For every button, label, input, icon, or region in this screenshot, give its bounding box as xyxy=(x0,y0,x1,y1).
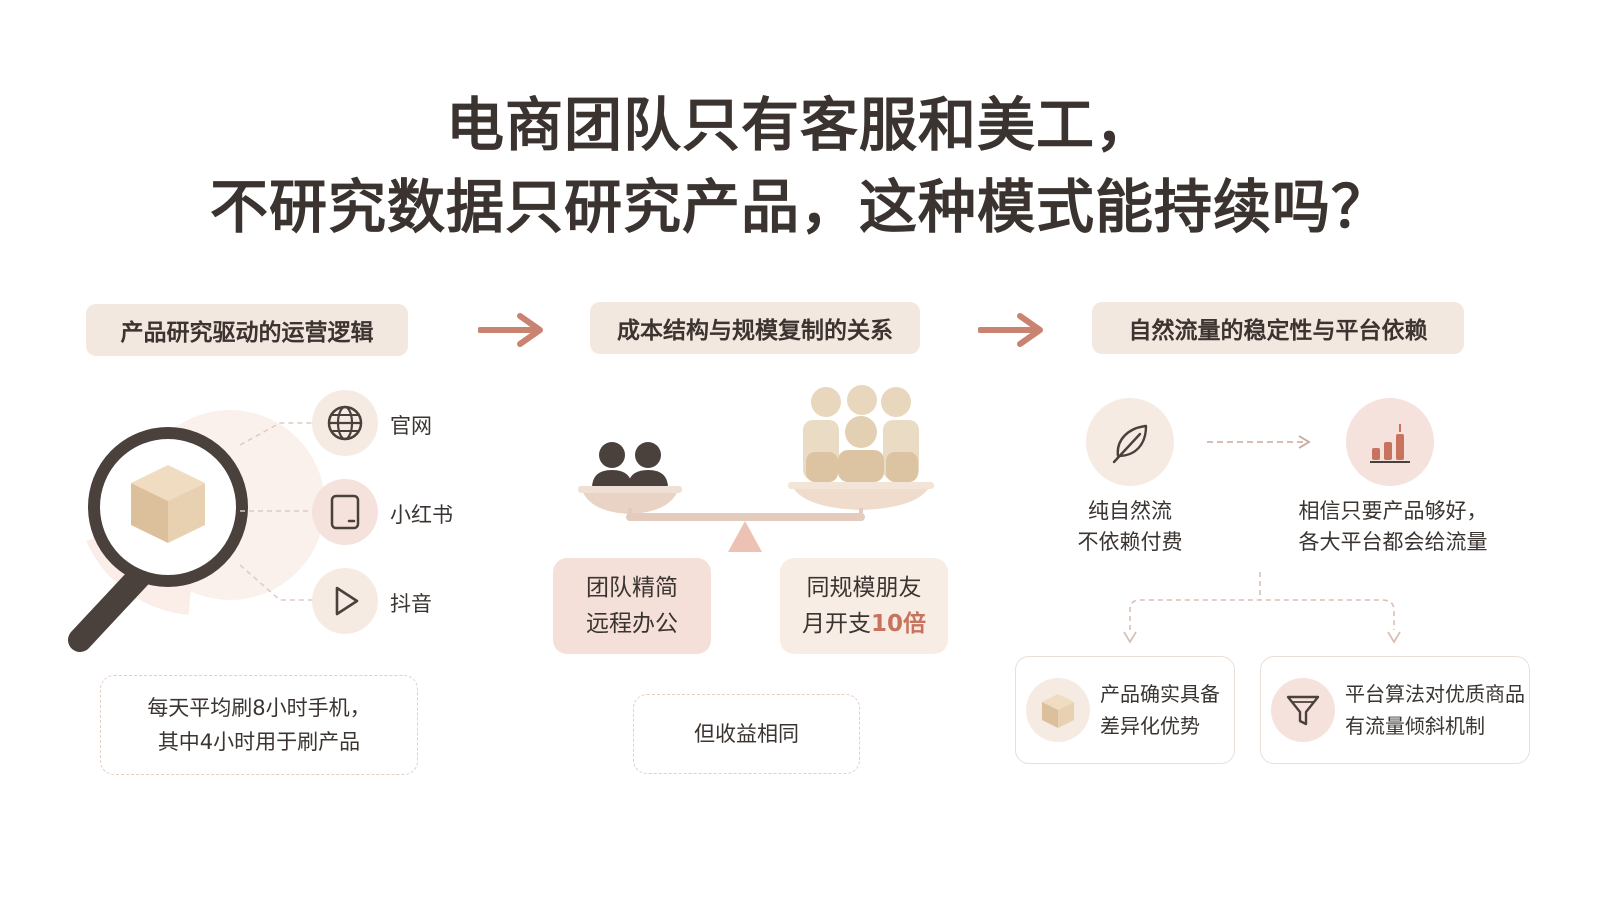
channel-douyin xyxy=(312,568,378,634)
box-icon xyxy=(1042,694,1074,728)
section-heading-research: 产品研究驱动的运营逻辑 xyxy=(86,304,408,356)
channel-xiaohongshu xyxy=(312,479,378,545)
magnifier-illustration xyxy=(68,410,325,652)
organic-traffic-text: 纯自然流 不依赖付费 xyxy=(1050,496,1210,558)
platform-traffic-circle xyxy=(1346,398,1434,486)
bar-chart-icon xyxy=(1370,424,1410,463)
section-heading-cost: 成本结构与规模复制的关系 xyxy=(590,302,920,354)
differentiation-box: 产品确实具备 差异化优势 xyxy=(1015,656,1235,764)
funnel-icon-circle xyxy=(1271,678,1335,742)
platform-belief-line-2: 各大平台都会给流量 xyxy=(1298,530,1488,554)
peer-cost-highlight: 10倍 xyxy=(870,611,926,637)
organic-traffic-circle xyxy=(1086,398,1174,486)
research-note-line-1: 每天平均刷8小时手机， xyxy=(147,696,371,720)
same-revenue-text: 但收益相同 xyxy=(694,722,799,746)
organic-traffic-line-2: 不依赖付费 xyxy=(1077,530,1183,554)
research-note: 每天平均刷8小时手机， 其中4小时用于刷产品 xyxy=(100,675,418,775)
box-icon-circle xyxy=(1026,678,1090,742)
channel-website xyxy=(312,390,378,456)
algorithm-line-2: 有流量倾斜机制 xyxy=(1345,714,1485,738)
algorithm-box: 平台算法对优质商品 有流量倾斜机制 xyxy=(1260,656,1530,764)
page-title-line-1: 电商团队只有客服和美工， xyxy=(445,91,1154,159)
balance-scale-illustration xyxy=(578,385,934,552)
lean-team-line-1: 团队精简 xyxy=(586,575,678,601)
leaf-icon xyxy=(1112,424,1148,464)
same-revenue-note: 但收益相同 xyxy=(633,694,860,774)
channel-xiaohongshu-label: 小红书 xyxy=(390,503,453,527)
platform-belief-text: 相信只要产品够好， 各大平台都会给流量 xyxy=(1280,496,1506,558)
branch-connector xyxy=(1123,572,1401,644)
peer-cost-card: 同规模朋友 月开支10倍 xyxy=(780,558,948,654)
page-title-line-2: 不研究数据只研究产品，这种模式能持续吗？ xyxy=(209,173,1390,241)
platform-belief-line-1: 相信只要产品够好， xyxy=(1298,499,1488,523)
channel-douyin-label: 抖音 xyxy=(390,592,432,616)
channel-website-label: 官网 xyxy=(390,414,432,438)
research-note-line-2: 其中4小时用于刷产品 xyxy=(157,730,361,754)
connector-lines xyxy=(239,422,320,601)
play-icon xyxy=(335,586,359,616)
differentiation-line-1: 产品确实具备 xyxy=(1100,682,1220,706)
dashed-arrow-icon xyxy=(1207,435,1311,449)
differentiation-line-2: 差异化优势 xyxy=(1100,714,1200,738)
section-heading-traffic: 自然流量的稳定性与平台依赖 xyxy=(1092,302,1464,354)
algorithm-line-1: 平台算法对优质商品 xyxy=(1345,682,1525,706)
notebook-icon xyxy=(330,494,360,530)
organic-traffic-line-1: 纯自然流 xyxy=(1088,499,1172,523)
lean-team-line-2: 远程办公 xyxy=(586,611,678,637)
peer-cost-prefix: 月开支 xyxy=(801,611,871,637)
right-arrow-icon xyxy=(978,313,1043,347)
right-arrow-icon xyxy=(478,313,543,347)
peer-cost-line-1: 同规模朋友 xyxy=(806,575,922,601)
globe-icon xyxy=(327,405,363,441)
funnel-icon xyxy=(1286,695,1320,726)
lean-team-card: 团队精简 远程办公 xyxy=(553,558,711,654)
